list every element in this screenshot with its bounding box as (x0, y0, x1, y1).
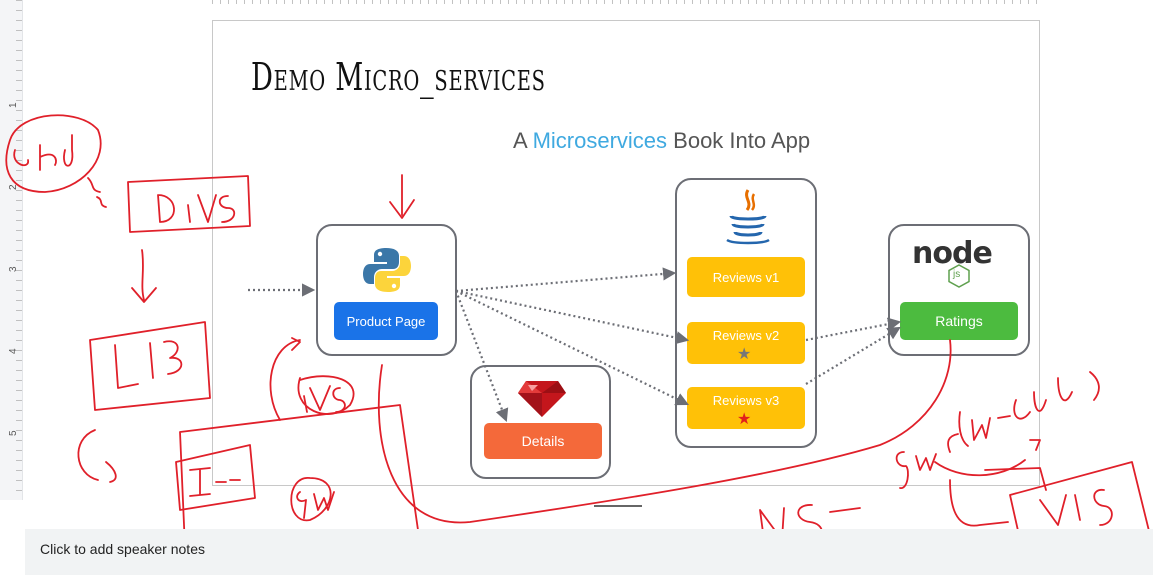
reviews-v2-label: Reviews v2 (712, 328, 780, 343)
speaker-notes-placeholder: Click to add speaker notes (40, 541, 205, 557)
product-page-button[interactable]: Product Page (334, 302, 438, 340)
details-button[interactable]: Details (484, 423, 602, 459)
reviews-box[interactable]: Reviews v1 Reviews v2 ★ Reviews v3 ★ (675, 178, 817, 448)
ruby-gem-icon (518, 381, 566, 417)
slide-title[interactable]: Demo Micro_services (251, 55, 546, 99)
details-box[interactable]: Details (470, 365, 611, 479)
nodejs-hexagon-icon (948, 264, 970, 288)
app-title-accent: Microservices (532, 128, 668, 153)
ruler-ticks (16, 0, 22, 500)
ratings-box[interactable]: node js Ratings (888, 224, 1030, 356)
product-page-box[interactable]: Product Page (316, 224, 457, 356)
ruler-number: 1 (8, 102, 19, 108)
ruler-number: 4 (8, 348, 19, 354)
speaker-notes-area[interactable]: Click to add speaker notes (25, 529, 1153, 575)
app-title-suffix: Book Into App (667, 128, 811, 153)
horizontal-ruler (212, 0, 1042, 4)
nodejs-logo-icon: node (912, 236, 993, 271)
reviews-v2-button[interactable]: Reviews v2 ★ (687, 322, 805, 364)
reviews-v3-label: Reviews v3 (712, 393, 780, 408)
java-logo-icon (726, 189, 770, 245)
vertical-ruler: 1 2 3 4 5 (0, 0, 23, 500)
gray-star-icon: ★ (737, 346, 752, 363)
reviews-v1-button[interactable]: Reviews v1 (687, 257, 805, 297)
ratings-button[interactable]: Ratings (900, 302, 1018, 340)
ruler-number: 3 (8, 266, 19, 272)
app-title[interactable]: A Microservices Book Into App (513, 128, 810, 154)
reviews-v3-button[interactable]: Reviews v3 ★ (687, 387, 805, 429)
slide-canvas[interactable]: Demo Micro_services A Microservices Book… (212, 20, 1040, 486)
ruler-number: 2 (8, 184, 19, 190)
ruler-number: 5 (8, 430, 19, 436)
panel-resize-handle[interactable] (594, 505, 642, 507)
red-star-icon: ★ (737, 411, 752, 428)
nodejs-js-label: js (953, 269, 961, 280)
python-logo-icon (363, 248, 411, 292)
app-title-prefix: A (513, 128, 533, 153)
